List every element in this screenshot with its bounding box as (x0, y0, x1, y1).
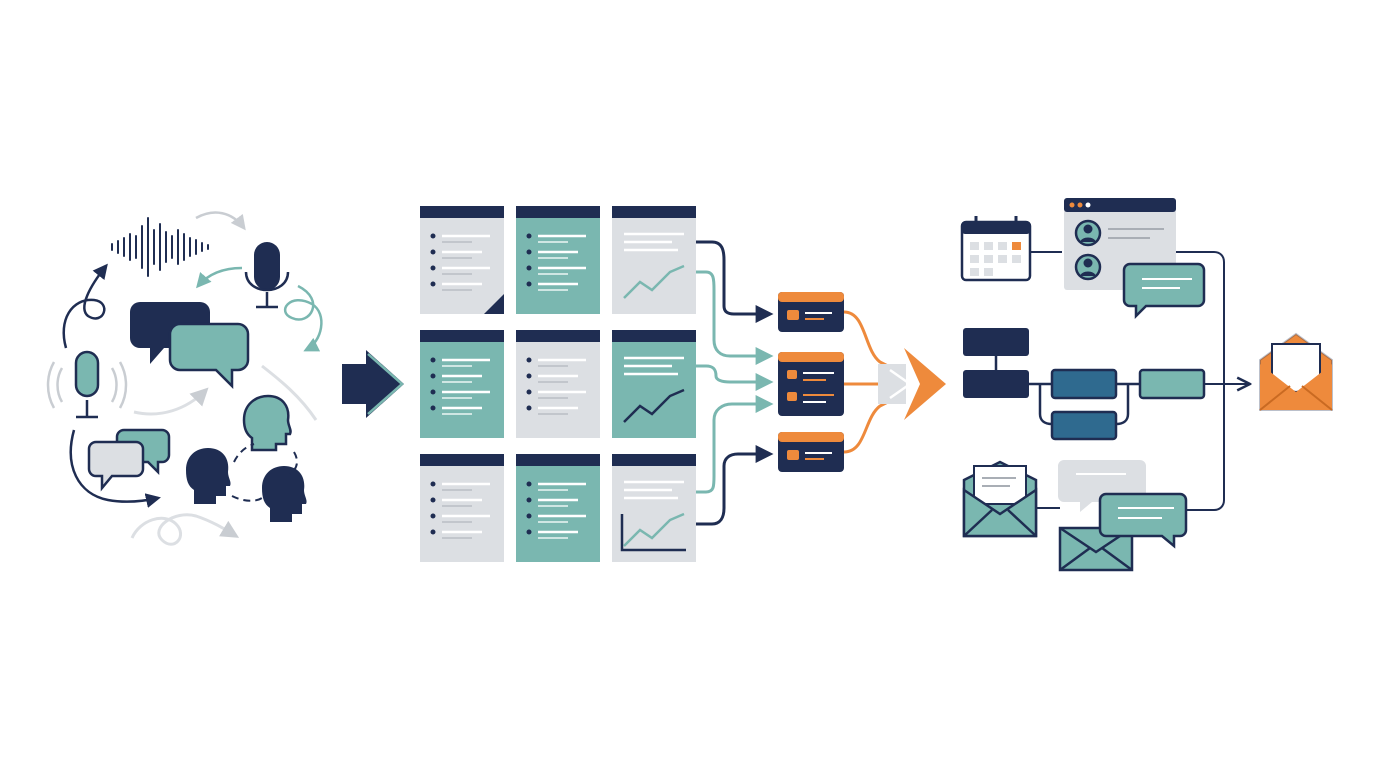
stage-arrow (878, 348, 946, 420)
list-card-icon (778, 292, 844, 332)
envelope-icon (962, 460, 1038, 538)
list-card-icon (778, 432, 844, 472)
flow-arrow (195, 211, 246, 231)
stage-arrow (342, 350, 404, 418)
connection-lines (231, 443, 298, 502)
chat-bubble-icon (1098, 492, 1188, 549)
document-icon (516, 206, 600, 314)
microphone-icon (46, 350, 128, 419)
conversation-sources-cluster (46, 211, 323, 546)
document-grid (420, 206, 696, 562)
line-chart-icon (623, 264, 685, 299)
list-card-icon (778, 352, 844, 416)
document-chart-icon (612, 454, 696, 562)
flow-arrow (283, 284, 323, 352)
chat-bubble-icon (1122, 262, 1206, 320)
document-icon (516, 454, 600, 562)
action-items (778, 292, 844, 472)
chat-bubbles-icon (130, 302, 250, 390)
document-icon (420, 330, 504, 438)
flow-arrow (69, 429, 161, 508)
flowchart-icon (963, 328, 1206, 441)
chat-bubbles-icon (87, 428, 171, 492)
calendar-icon (960, 216, 1032, 282)
envelope-icon (1259, 332, 1333, 411)
delivery-connectors (1176, 251, 1250, 511)
line-chart-icon (623, 388, 685, 423)
grid-connectors (696, 240, 774, 526)
line-chart-icon (623, 512, 685, 547)
person-head-icon (242, 394, 292, 452)
document-icon (420, 206, 504, 314)
flow-arrow (130, 513, 240, 546)
sound-wave-icon (111, 217, 209, 277)
document-chart-icon (612, 206, 696, 314)
person-head-icon (186, 448, 231, 504)
document-chart-icon (612, 330, 696, 438)
flow-arrow (62, 263, 108, 349)
flow-arrow (261, 364, 318, 421)
person-head-icon (262, 466, 307, 522)
stage-arrow-outline (367, 353, 404, 415)
flow-arrow (133, 387, 209, 416)
flow-arrow (196, 266, 243, 289)
page-fold (484, 294, 504, 314)
microphone-icon (244, 242, 290, 309)
document-icon (516, 330, 600, 438)
delivery-cluster (960, 198, 1333, 572)
document-icon (420, 454, 504, 562)
